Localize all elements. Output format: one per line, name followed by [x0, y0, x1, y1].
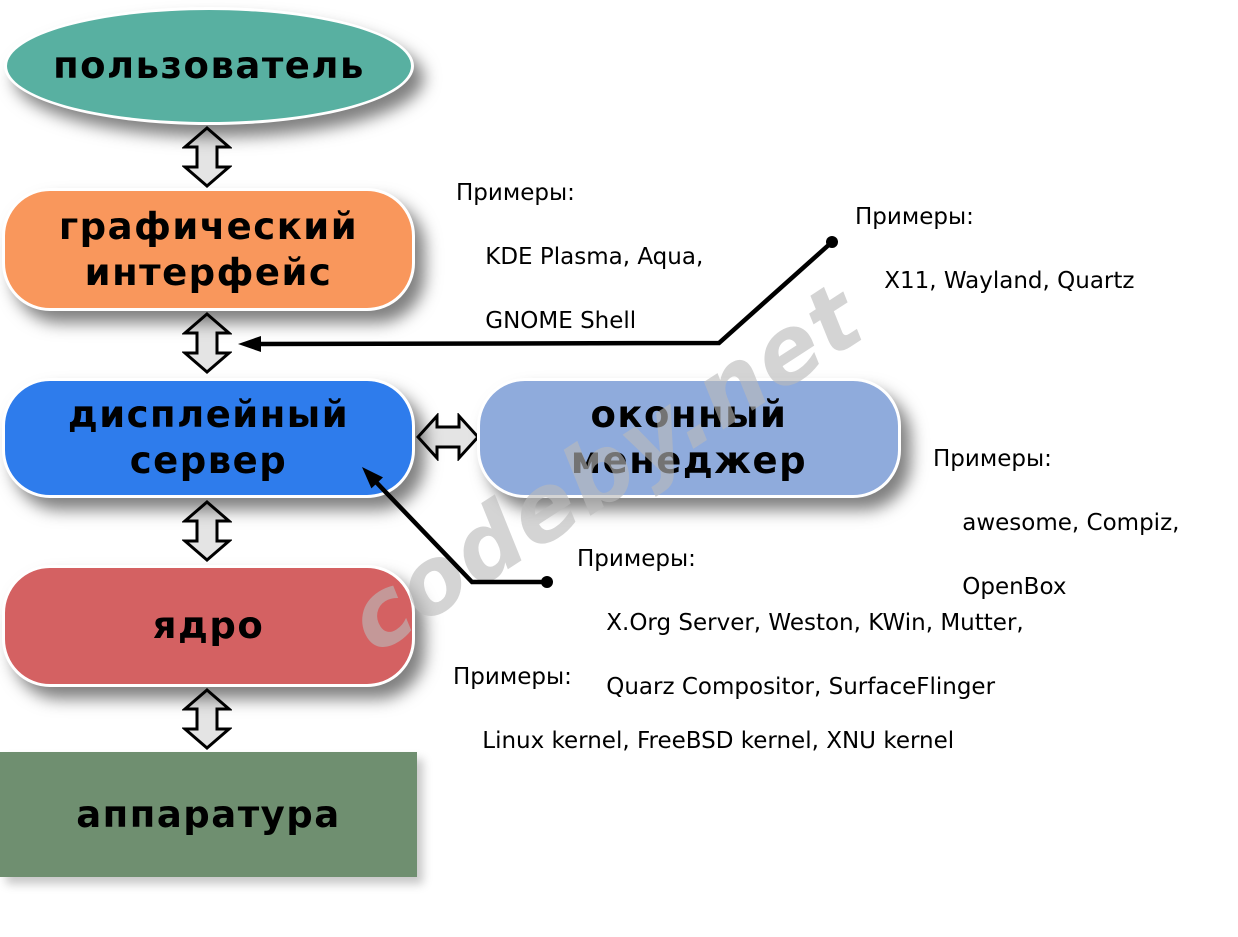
annotation-title: Примеры: [855, 204, 974, 230]
annotation-title: Примеры: [577, 546, 696, 572]
annotation-gui-examples: Примеры: KDE Plasma, Aqua, GNOME Shell [456, 177, 703, 369]
annotation-line: X.Org Server, Weston, KWin, Mutter, [606, 610, 1024, 636]
annotation-line: GNOME Shell [485, 308, 637, 334]
node-graphical-interface-label-line1: графический [58, 204, 359, 248]
node-graphical-interface-label-line2: интерфейс [84, 250, 333, 294]
bidirectional-arrow-icon [182, 126, 232, 188]
node-kernel-label: ядро [152, 604, 265, 647]
annotation-title: Примеры: [933, 446, 1052, 472]
bidirectional-arrow-icon [416, 413, 480, 461]
node-display-server-label-line1: дисплейный [67, 393, 350, 436]
node-graphical-interface: графический интерфейс [2, 188, 415, 311]
annotation-title: Примеры: [456, 180, 575, 206]
annotation-display-protocol-examples: Примеры: X11, Wayland, Quartz [855, 201, 1134, 329]
bidirectional-arrow-icon [182, 688, 232, 750]
node-user: пользователь [4, 7, 414, 125]
node-window-manager-label-line1: оконный [590, 393, 788, 436]
node-window-manager: оконный менеджер [477, 378, 901, 498]
annotation-line: X11, Wayland, Quartz [884, 268, 1135, 294]
annotation-line: Quarz Compositor, SurfaceFlinger [606, 674, 996, 700]
callout-dot [541, 576, 553, 588]
node-hardware-label: аппаратура [76, 792, 341, 836]
callout-arrowhead [238, 336, 261, 352]
annotation-line: awesome, Compiz, [962, 510, 1180, 536]
node-display-server-label-line2: сервер [129, 439, 288, 482]
annotation-line: OpenBox [962, 574, 1067, 600]
bidirectional-arrow-icon [182, 500, 232, 562]
bidirectional-arrow-icon [182, 312, 232, 374]
annotation-display-server-examples: Примеры: X.Org Server, Weston, KWin, Mut… [577, 543, 1024, 735]
node-kernel: ядро [2, 565, 415, 687]
annotation-window-manager-examples: Примеры: awesome, Compiz, OpenBox [933, 443, 1179, 635]
node-user-label: пользователь [53, 44, 365, 87]
annotation-line: KDE Plasma, Aqua, [485, 244, 704, 270]
node-display-server: дисплейный сервер [2, 378, 415, 498]
annotation-kernel-examples: Примеры: Linux kernel, FreeBSD kernel, X… [453, 661, 954, 789]
callout-dot [826, 236, 838, 248]
annotation-title: Примеры: [453, 664, 572, 690]
node-window-manager-label-line2: менеджер [570, 439, 808, 482]
annotation-line: Linux kernel, FreeBSD kernel, XNU kernel [482, 728, 955, 754]
node-hardware: аппаратура [0, 752, 417, 877]
